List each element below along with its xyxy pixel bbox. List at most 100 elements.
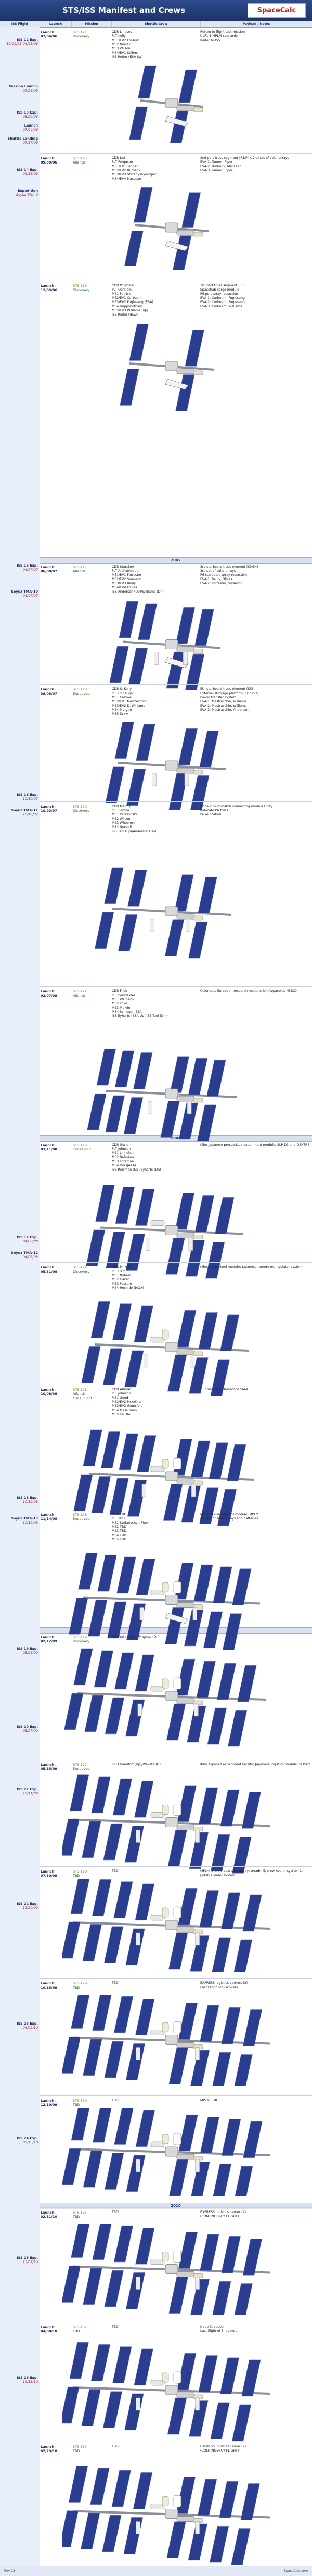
solar-array-panel <box>109 1478 129 1515</box>
solar-array-panel <box>185 654 205 691</box>
solar-array-panel <box>126 2155 146 2192</box>
solar-array-panel <box>125 1234 146 1271</box>
crew-member: CDR M. Kelly <box>112 1265 133 1269</box>
service-module <box>176 1233 195 1238</box>
mission-number: STS-120 <box>73 805 87 809</box>
solar-array-panel <box>78 1553 98 1590</box>
docked-shuttle-orbiter <box>165 116 189 127</box>
iss-configuration-render <box>81 1301 249 1396</box>
solar-array-panel <box>134 2348 153 2386</box>
crew-member: TBD <box>112 2210 119 2214</box>
payload-line: 2nd port truss segment (P3/P4), 2nd set … <box>200 156 289 160</box>
radiator-panel <box>136 2047 140 2060</box>
docked-vehicle <box>193 649 203 654</box>
solar-array-panel <box>219 2357 240 2394</box>
solar-array-panel <box>106 1232 125 1268</box>
payload-line: Kibo exposed experiment facility; Japane… <box>200 1763 310 1766</box>
station-illustration <box>62 1177 281 1285</box>
solar-array-panel <box>164 919 185 956</box>
lab-module <box>165 2509 178 2519</box>
solar-array-panel <box>199 1890 219 1927</box>
crew-member: MS4 Nespoli <box>112 825 132 829</box>
solar-array-panel <box>210 1834 230 1871</box>
iss-configuration-render <box>60 2342 271 2442</box>
crew-member: PLT Hobaugh <box>112 692 133 695</box>
sidebar-item-label: ISS 22 Exp. <box>17 1902 38 1906</box>
solar-array-panel <box>212 2281 231 2318</box>
solar-array-panel <box>226 1444 246 1481</box>
solar-array-panel <box>168 1932 188 1970</box>
mission-number: STS-116 <box>73 284 87 288</box>
radiator-panel <box>136 2521 140 2534</box>
solar-array-panel <box>136 724 155 761</box>
mission-note: *Final flight <box>73 1396 92 1400</box>
sidebar-item-label: Soyuz TMA-12 <box>11 1251 38 1255</box>
radiator-panel <box>136 2397 140 2411</box>
solar-array-panel <box>178 1888 198 1925</box>
payload-line: P6 relocation <box>200 813 222 816</box>
entry-divider <box>40 986 312 987</box>
solar-array-panel <box>111 2470 132 2507</box>
crew-member: MS1 Walheim <box>112 998 134 1001</box>
entry-launch-date: Launch: 08/08/07 <box>41 687 57 696</box>
solar-array-panel <box>84 1695 104 1732</box>
solar-array-panel <box>209 2525 229 2563</box>
solar-array-panel <box>109 646 129 683</box>
crew-member: MS4/EV4 MacLean <box>112 177 141 181</box>
iss-configuration-render <box>63 1648 266 1747</box>
orbiter-name: Atlantis <box>73 160 86 165</box>
solar-array-panel <box>92 1994 112 2031</box>
payload-line: EVA-2: Mastracchio, Williams <box>200 704 247 708</box>
payload-line: EVA-3: Tanner, Piper <box>200 169 233 172</box>
payload-notes: Kibo Japanese pressurized experiment mod… <box>200 1143 310 1147</box>
solar-array-panel <box>178 2114 198 2152</box>
solar-array-panel <box>221 2119 241 2156</box>
solar-array-panel <box>176 1658 196 1696</box>
entry-launch-date: Launch: 12/09/06 <box>41 284 57 292</box>
mission-number: STS-129 <box>73 1981 87 1986</box>
payload-line: MPLM, 3 crew quarters, galley, treadmill… <box>200 1869 303 1877</box>
solar-array-panel <box>92 2223 112 2260</box>
node-module <box>150 1915 165 1921</box>
solar-array-panel <box>135 2110 155 2147</box>
radiator-panel <box>141 1484 147 1497</box>
solar-array-panel <box>166 2521 186 2559</box>
crew-list: TBD <box>112 2445 198 2449</box>
node-module <box>150 2259 165 2265</box>
station-illustration <box>62 322 281 412</box>
solar-array-panel <box>233 2166 253 2203</box>
mission-number: STS-118 <box>73 687 87 692</box>
solar-array-panel <box>189 1832 209 1869</box>
solar-array-panel <box>178 2003 198 2040</box>
solar-array-panel <box>135 1654 154 1692</box>
radiator-panel <box>194 1703 199 1717</box>
spacecalc-logo[interactable]: SpaceCalc <box>248 3 306 18</box>
payload-notes: 2nd port truss segment (P3/P4), 2nd set … <box>200 156 310 173</box>
node-module <box>150 1812 165 1818</box>
radiator-panel <box>139 1607 145 1620</box>
footer-site[interactable]: SpaceCalc.com <box>284 2569 308 2573</box>
service-module <box>176 230 195 236</box>
crew-member: MS2 Behnken <box>112 1155 134 1159</box>
